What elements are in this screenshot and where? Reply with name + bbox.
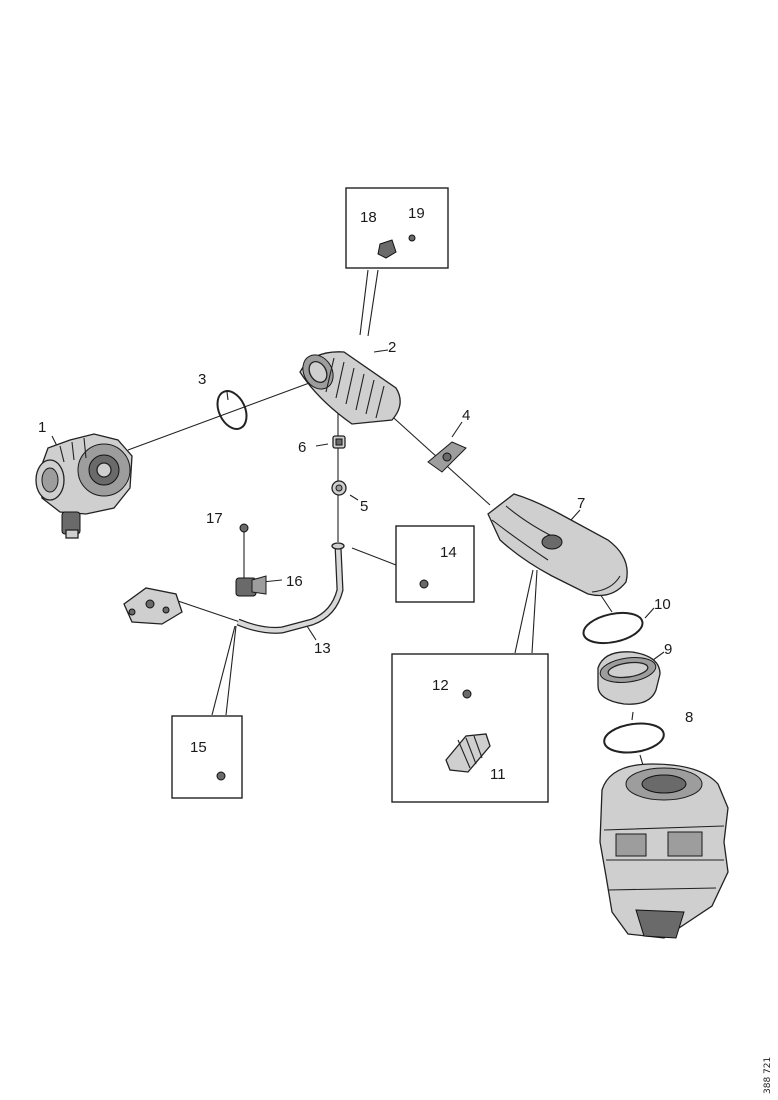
- part-6-fitting: [332, 435, 346, 449]
- part-9-sleeve: [597, 651, 661, 705]
- label-12: 12: [432, 677, 449, 694]
- part-4-gasket: [427, 441, 467, 473]
- label-4: 4: [462, 407, 470, 424]
- label-11: 11: [490, 766, 506, 783]
- part-3-ring: [216, 390, 248, 430]
- label-3: 3: [198, 371, 206, 388]
- detail-box-18-19: [345, 187, 449, 269]
- detail-box-15: [171, 715, 243, 799]
- label-8: 8: [685, 709, 693, 726]
- detail-box-11-12: [391, 653, 549, 803]
- label-9: 9: [664, 641, 672, 658]
- label-16: 16: [286, 573, 303, 590]
- label-19: 19: [408, 205, 425, 222]
- part-1-housing: [35, 433, 133, 539]
- mounting-bracket: [123, 587, 183, 625]
- label-15: 15: [190, 739, 207, 756]
- leader-lines: [51, 221, 665, 773]
- label-7: 7: [577, 495, 585, 512]
- label-5: 5: [360, 498, 368, 515]
- part-13-pipe: [236, 542, 345, 634]
- part-17-screw: [239, 523, 249, 533]
- part-8-ring: [603, 722, 665, 754]
- part-10-ring: [582, 611, 644, 645]
- detail-box-14: [395, 525, 475, 603]
- label-18: 18: [360, 209, 377, 226]
- part-16-clamp: [235, 575, 267, 597]
- label-13: 13: [314, 640, 331, 657]
- label-14: 14: [440, 544, 457, 561]
- part-labels: 1 2 3 4 5 6 7 8 9 10 11 12 13 14 15 16 1…: [38, 205, 693, 783]
- part-2-corrugated-hose: [299, 351, 401, 425]
- label-10: 10: [654, 596, 671, 613]
- part-7-intake-duct: [487, 493, 628, 597]
- air-cleaner-housing: [599, 763, 729, 939]
- part-5-fitting: [331, 480, 347, 496]
- label-1: 1: [38, 419, 46, 436]
- label-6: 6: [298, 439, 306, 456]
- label-17: 17: [206, 510, 223, 527]
- drawing-reference-number: 388 721: [763, 1057, 773, 1094]
- label-2: 2: [388, 339, 396, 356]
